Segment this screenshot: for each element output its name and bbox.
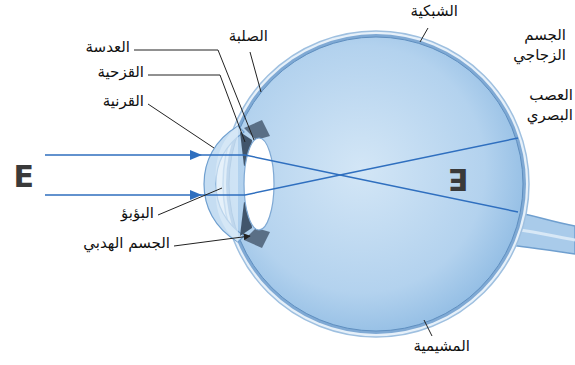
part-label: العصب البصري [511,86,573,125]
ciliary-body [244,120,270,140]
part-label: الصلبة [229,27,268,47]
leader-line [424,320,432,336]
part-label: الشبكية [411,2,459,22]
lens [244,138,274,230]
sclera [223,31,529,337]
cornea [204,126,244,242]
part-label: البؤبؤ [121,204,154,224]
vitreous-body [229,37,523,331]
light-ray [45,155,518,212]
image-letter: E [448,164,469,194]
part-label: الجسم الهدبي [83,234,170,254]
object-letter: E [14,162,35,192]
leader-line [250,52,261,92]
aqueous-humor [216,126,238,242]
leader-lines [134,28,432,336]
leader-line [158,188,222,215]
part-label: القرنية [103,92,144,112]
ciliary-body [244,228,270,248]
ray-arrow [190,150,202,160]
part-label: القزحية [98,63,144,83]
leader-line [148,75,245,142]
part-label: العدسة [86,38,130,58]
leader-line [174,236,250,246]
light-ray [45,138,518,195]
leader-line [420,28,428,42]
leader-line [134,50,254,140]
choroid [226,34,526,334]
part-label: المشيمية [413,337,470,357]
part-label: الجسم الزجاجي [488,26,566,65]
leader-line [148,104,214,148]
optic-nerve-core [515,229,575,240]
